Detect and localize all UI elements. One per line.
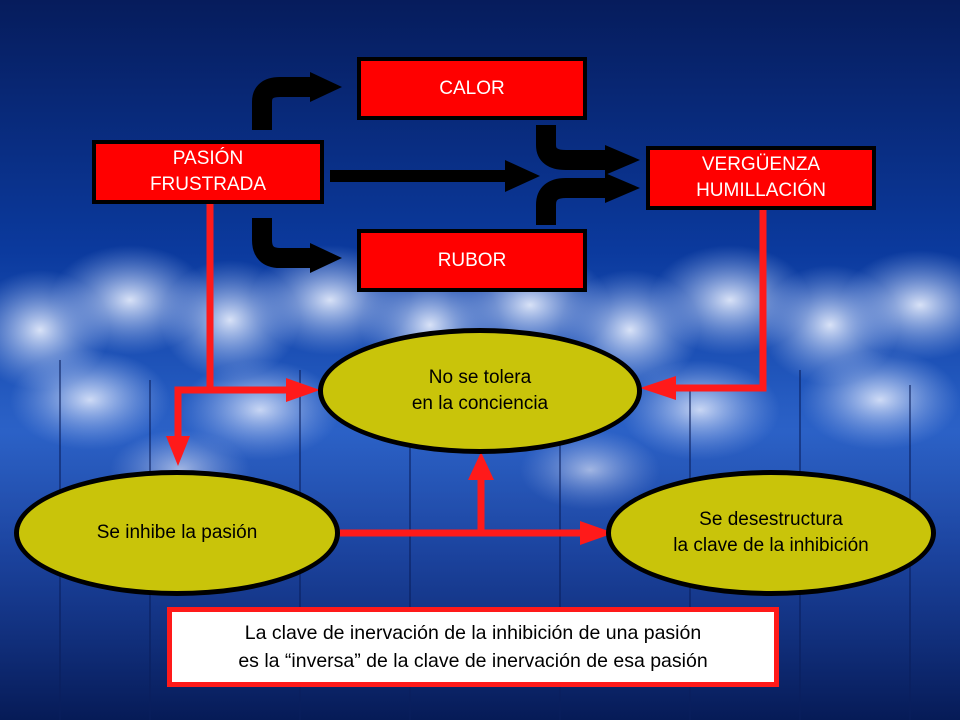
connector-pasion-down	[206, 203, 290, 394]
arrow-pasion-to-calor	[252, 72, 342, 130]
connector-to-inhibe	[174, 386, 210, 440]
oval-se-desestructura: Se desestructura la clave de la inhibici…	[606, 470, 936, 596]
oval-no-se-tolera: No se tolera en la conciencia	[318, 328, 642, 454]
box-calor: CALOR	[357, 57, 587, 120]
arrow-pasion-to-rubor	[252, 218, 342, 273]
arrowhead-into-no-tolera-bottom	[468, 452, 494, 480]
box-rubor: RUBOR	[357, 229, 587, 292]
arrowhead-into-no-tolera-right	[640, 376, 676, 400]
oval-se-inhibe: Se inhibe la pasión	[14, 470, 340, 596]
arrowhead-into-desestructura	[580, 521, 614, 545]
box-pasion-frustrada: PASIÓN FRUSTRADA	[92, 140, 324, 204]
box-verguenza-humillacion: VERGÜENZA HUMILLACIÓN	[646, 146, 876, 210]
arrowhead-into-inhibe	[166, 436, 190, 466]
conclusion-note: La clave de inervación de la inhibición …	[167, 607, 779, 687]
arrow-pasion-to-verguenza	[330, 160, 540, 192]
arrow-rubor-to-verguenza	[536, 173, 640, 225]
connector-verguenza-down	[672, 207, 767, 392]
arrow-calor-to-verguenza	[536, 125, 640, 175]
arrowhead-into-no-tolera-left	[286, 378, 320, 402]
